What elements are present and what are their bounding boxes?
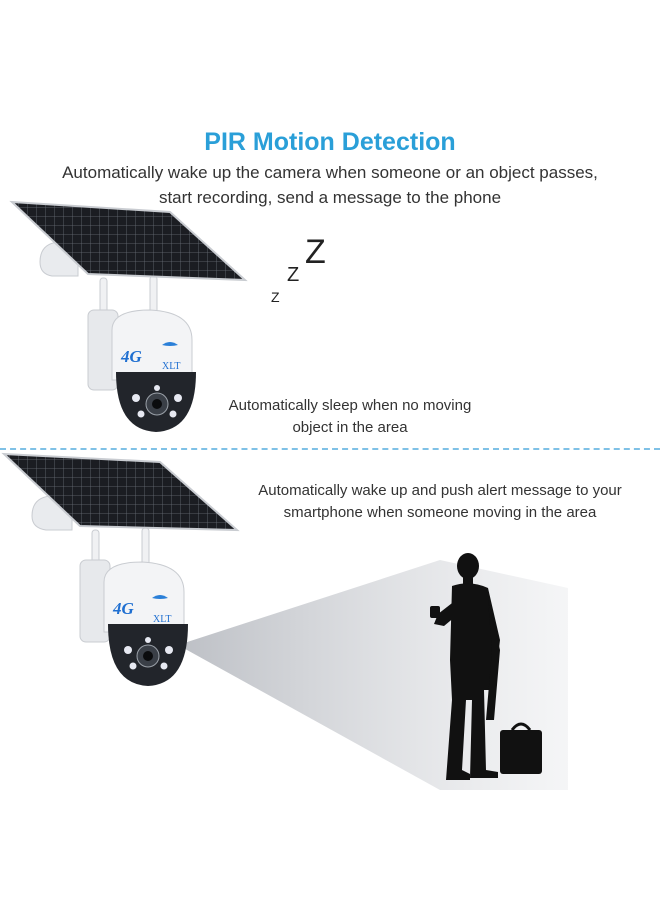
badge-4g: 4G xyxy=(120,347,143,366)
brand-logo: XLT xyxy=(162,361,181,372)
section-divider xyxy=(0,448,660,450)
person-silhouette xyxy=(430,553,542,780)
sleep-z-medium: Z xyxy=(287,264,300,286)
brand-logo-2: XLT xyxy=(153,614,172,625)
sleep-z-large: Z xyxy=(305,233,326,271)
sleep-z-small: Z xyxy=(271,289,280,305)
sleep-caption: Automatically sleep when no moving objec… xyxy=(228,397,472,436)
badge-4g-2: 4G xyxy=(112,599,135,618)
page-title: PIR Motion Detection xyxy=(204,128,456,156)
solar-camera-sleep: 4G XLT xyxy=(9,200,248,432)
page-subtitle: Automatically wake up the camera when so… xyxy=(62,163,598,207)
wake-caption: Automatically wake up and push alert mes… xyxy=(258,482,622,521)
solar-camera-wake: 4G XLT xyxy=(1,452,240,686)
